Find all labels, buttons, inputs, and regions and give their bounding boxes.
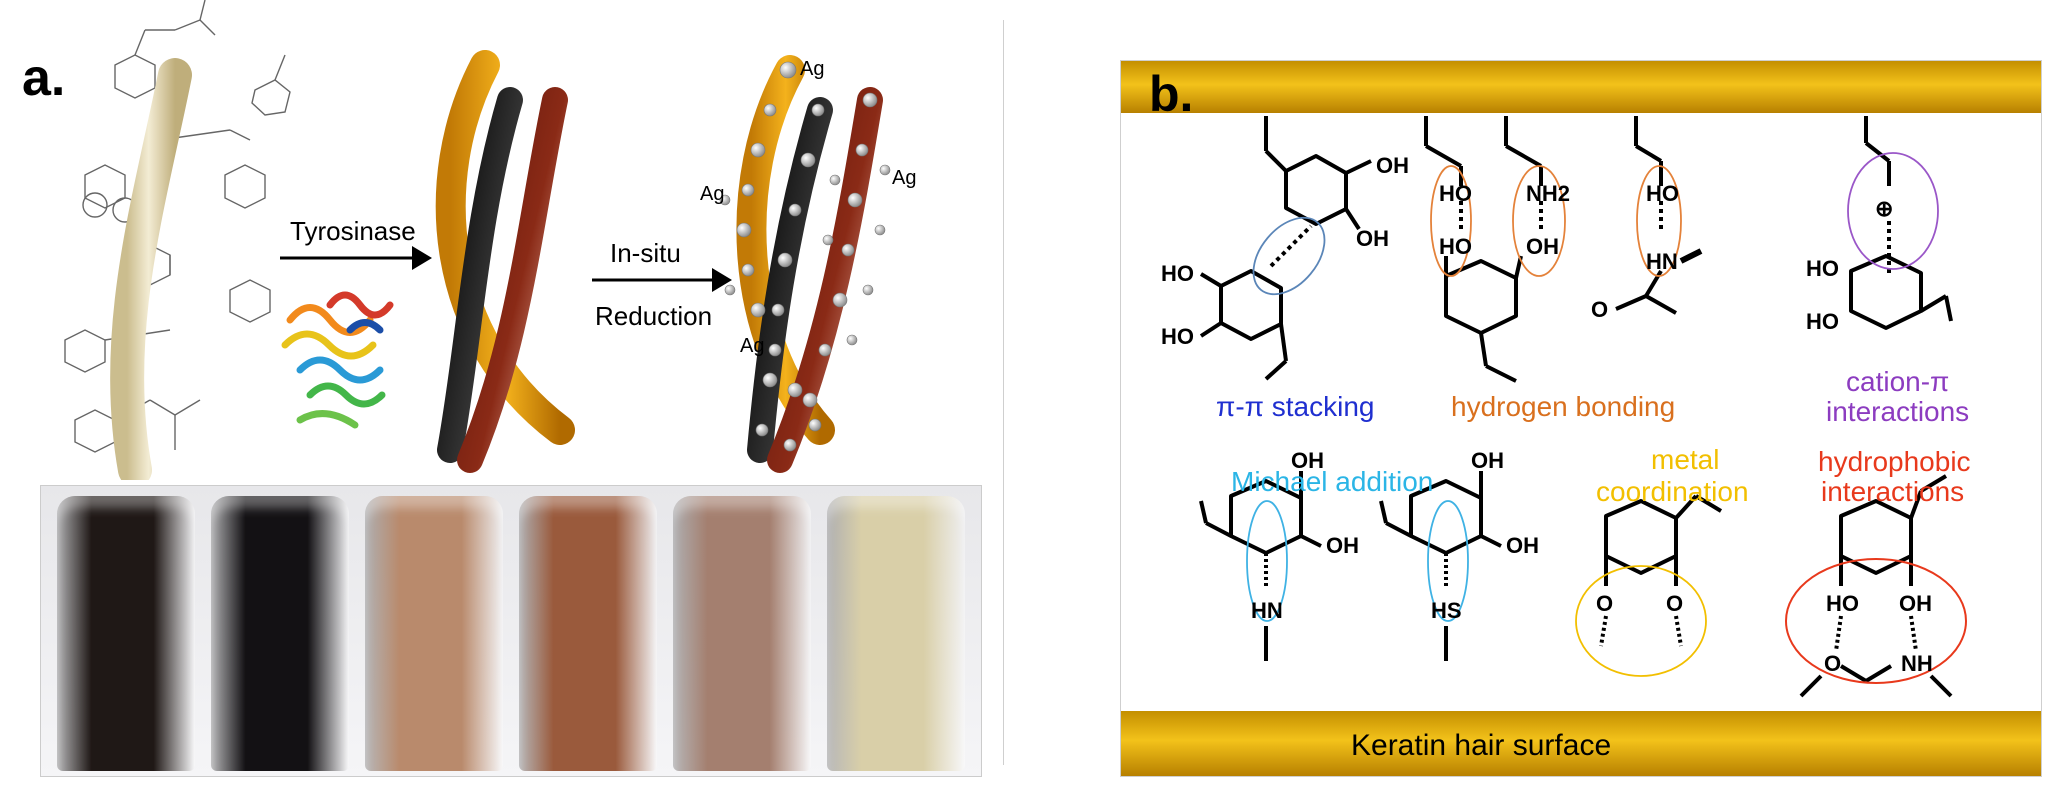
top-gold-bar <box>1121 61 2041 113</box>
surface-label: Keratin hair surface <box>1351 729 1611 762</box>
panel-b-label: b. <box>1149 66 1193 122</box>
vial-row <box>41 486 981 776</box>
panel-b: b. Keratin hair surface <box>1120 60 2042 777</box>
hb-nh2: NH2 <box>1526 181 1570 206</box>
label-metal-1: metal <box>1651 444 1719 475</box>
pi-oh-1: OH <box>1376 153 1409 178</box>
arrow-tyrosinase-head <box>412 246 432 270</box>
cation-pi-structure <box>1847 116 1953 330</box>
arrow-reduction-label-1: In-situ <box>610 238 681 268</box>
metal-coordination-structure <box>1575 494 1723 677</box>
pi-stacking-structure <box>1199 116 1372 381</box>
panel-a-scheme: Tyrosinase In-situ Reduction <box>64 0 916 480</box>
metal-o-2: O <box>1666 591 1683 616</box>
ag-label-2: Ag <box>700 183 724 205</box>
hb-ho-1: HO <box>1439 181 1472 206</box>
fiber-red <box>457 87 568 473</box>
hyd-oh: OH <box>1899 591 1932 616</box>
hydrophobic-structure <box>1785 474 1967 698</box>
arrow-reduction-label-2: Reduction <box>595 301 712 331</box>
label-hydrogen-bonding: hydrogen bonding <box>1451 391 1675 422</box>
hb-ho-3: HO <box>1646 181 1679 206</box>
fiber-black <box>437 87 523 463</box>
arrow-reduction-head <box>712 268 732 292</box>
panel-a: a. <box>0 0 1000 785</box>
label-cation-pi-1: cation-π <box>1846 366 1949 397</box>
hb-hn: HN <box>1646 249 1678 274</box>
panel-a-label: a. <box>22 49 66 107</box>
hyd-ho: HO <box>1826 591 1859 616</box>
vial <box>827 496 965 771</box>
hb-oh: OH <box>1526 234 1559 259</box>
vial <box>673 496 811 771</box>
vial <box>57 496 195 771</box>
label-hydrophobic-2: interactions <box>1821 476 1964 507</box>
vial <box>519 496 657 771</box>
ma2-oh-2: OH <box>1506 533 1539 558</box>
metal-o-1: O <box>1596 591 1613 616</box>
ag-label-4: Ag <box>740 335 764 357</box>
arrow-tyrosinase-label: Tyrosinase <box>290 216 416 246</box>
fiber-beige <box>110 58 192 480</box>
label-metal-2: coordination <box>1596 476 1749 507</box>
cation-plus: ⊕ <box>1875 196 1893 221</box>
michael-addition-structure-1 <box>1199 471 1322 661</box>
michael-addition-structure-2 <box>1379 471 1502 661</box>
ma1-hn: HN <box>1251 598 1283 623</box>
vial <box>211 496 349 771</box>
hyd-nh: NH <box>1901 651 1933 676</box>
ag-label-3: Ag <box>892 167 916 189</box>
label-cation-pi-2: interactions <box>1826 396 1969 427</box>
fiber-gold <box>435 50 575 445</box>
vial-photo <box>40 485 982 777</box>
silver-nanoparticles <box>719 61 891 452</box>
panel-b-scheme: b. Keratin hair surface <box>1121 61 2041 776</box>
pi-ho-2: HO <box>1161 324 1194 349</box>
label-hydrophobic-1: hydrophobic <box>1818 446 1971 477</box>
hb-ho-2: HO <box>1439 234 1472 259</box>
hb-o: O <box>1591 297 1608 322</box>
tyrosinase-protein-icon <box>281 291 394 429</box>
ma2-oh-1: OH <box>1471 448 1504 473</box>
label-pi-stacking: π-π stacking <box>1216 391 1374 422</box>
ma2-hs: HS <box>1431 598 1462 623</box>
ag-label-1: Ag <box>800 58 824 80</box>
hydrogen-bonding-structure <box>1424 116 1703 383</box>
hyd-o: O <box>1824 651 1841 676</box>
ma1-oh-2: OH <box>1326 533 1359 558</box>
cation-ho-2: HO <box>1806 309 1839 334</box>
ma1-oh-1: OH <box>1291 448 1324 473</box>
vial <box>365 496 503 771</box>
pi-ho-1: HO <box>1161 261 1194 286</box>
panel-divider <box>1003 20 1004 765</box>
bottom-gold-bar <box>1121 711 2041 776</box>
cation-ho-1: HO <box>1806 256 1839 281</box>
pi-oh-2: OH <box>1356 226 1389 251</box>
label-michael-addition: Michael addition <box>1231 466 1433 497</box>
